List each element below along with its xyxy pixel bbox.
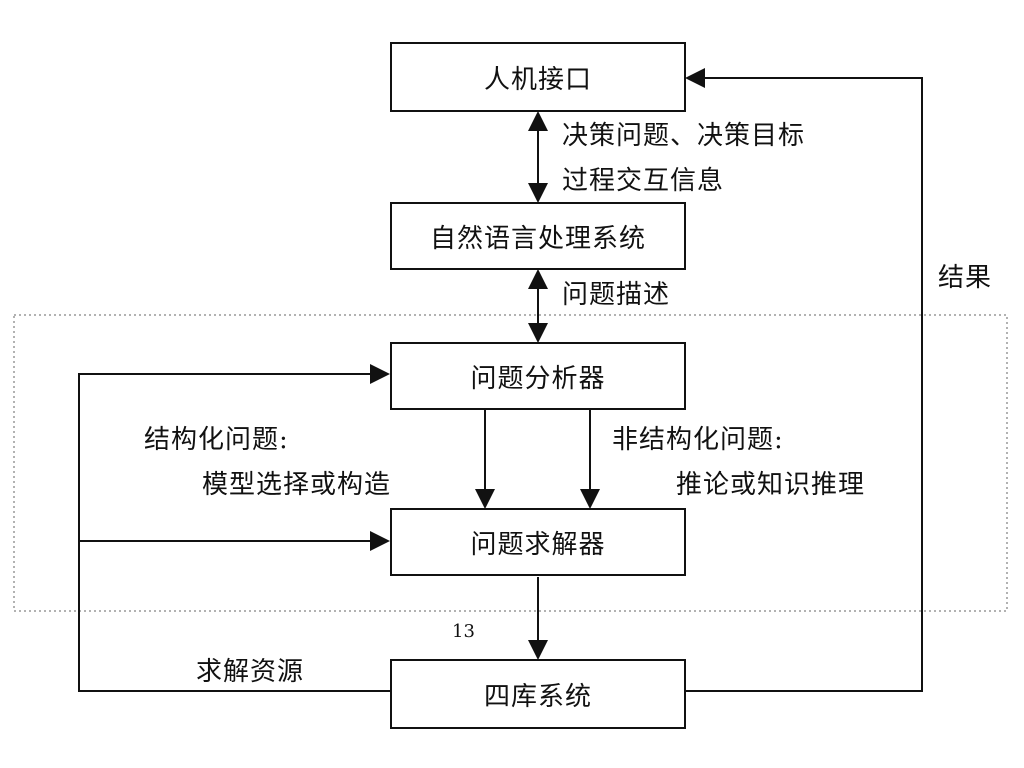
decision-info-label-line2: 过程交互信息 [562,166,725,196]
arrow-resources-to-analyzer [78,364,390,692]
decision-info-label-line1: 决策问题、决策目标 [562,121,806,151]
problem-analyzer-label: 问题分析器 [470,363,606,394]
solving-resources-label: 求解资源 [196,657,305,687]
human-interface-label: 人机接口 [483,64,592,95]
page-number: 13 [452,621,475,642]
problem-analyzer-box: 问题分析器 [390,342,686,410]
problem-description-label: 问题描述 [562,280,671,310]
unstructured-problem-label-line2: 推论或知识推理 [676,470,866,500]
structured-problem-label-line1: 结构化问题: [144,425,289,455]
unstructured-problem-label-line1: 非结构化问题: [612,425,784,455]
human-interface-box: 人机接口 [390,42,686,112]
solver-subsystem-frame [13,314,1008,612]
four-base-system-box: 四库系统 [390,659,686,729]
arrow-result-feedback [685,68,923,692]
problem-solver-label: 问题求解器 [470,529,606,560]
structured-problem-label-line2: 模型选择或构造 [202,470,392,500]
problem-solver-box: 问题求解器 [390,508,686,576]
four-base-system-label: 四库系统 [483,681,592,712]
nlp-system-box: 自然语言处理系统 [390,202,686,270]
result-label: 结果 [938,263,993,293]
nlp-system-label: 自然语言处理系统 [429,223,646,254]
